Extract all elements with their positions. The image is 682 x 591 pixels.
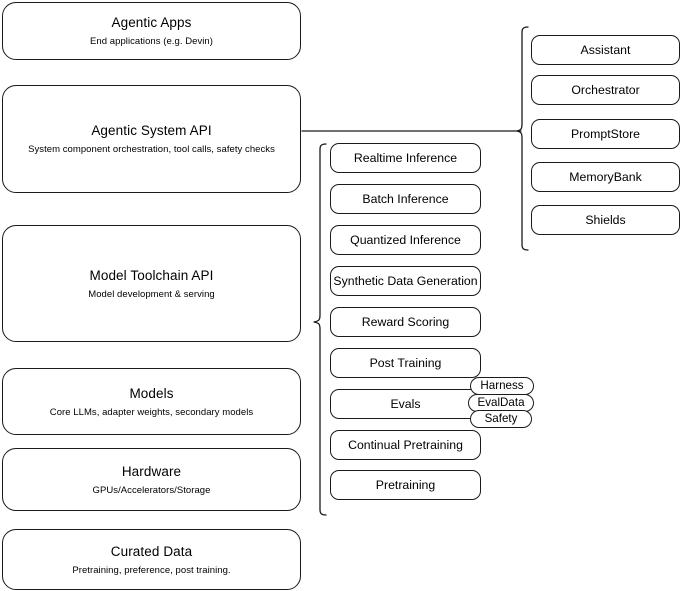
item-label: Evals [390, 396, 421, 411]
item-label: Realtime Inference [353, 150, 458, 165]
layer-title: Hardware [121, 463, 182, 479]
toolchain-item-continual-pretraining[interactable]: Continual Pretraining [330, 430, 481, 460]
layer-box-agentic-apps[interactable]: Agentic Apps End applications (e.g. Devi… [2, 2, 301, 60]
toolchain-item-evals[interactable]: Evals [330, 389, 481, 419]
layer-title: Agentic Apps [111, 15, 192, 30]
item-label: MemoryBank [569, 169, 642, 184]
layer-title: Agentic System API [91, 123, 212, 138]
layer-title: Models [129, 385, 174, 401]
layer-box-agentic-system-api[interactable]: Agentic System API System component orch… [2, 85, 301, 193]
item-label: Assistant [580, 42, 631, 57]
layer-subtitle: Pretraining, preference, post training. [72, 564, 231, 576]
agentic-item-shields[interactable]: Shields [531, 205, 680, 235]
pill-label: Safety [484, 412, 518, 425]
layer-subtitle: End applications (e.g. Devin) [90, 36, 213, 47]
toolchain-item-post-training[interactable]: Post Training [330, 348, 481, 378]
toolchain-item-realtime-inference[interactable]: Realtime Inference [330, 143, 481, 173]
item-label: Quantized Inference [350, 232, 461, 247]
layer-title: Curated Data [110, 543, 193, 559]
agentic-item-orchestrator[interactable]: Orchestrator [531, 75, 680, 105]
agentic-item-assistant[interactable]: Assistant [531, 35, 680, 65]
item-label: Continual Pretraining [348, 437, 463, 452]
agentic-item-memorybank[interactable]: MemoryBank [531, 162, 680, 192]
item-label: Shields [585, 212, 626, 227]
item-label: Pretraining [375, 477, 436, 492]
pill-label: EvalData [477, 396, 525, 409]
layer-subtitle: Model development & serving [88, 288, 215, 300]
layer-subtitle: System component orchestration, tool cal… [28, 144, 275, 155]
agentic-item-promptstore[interactable]: PromptStore [531, 119, 680, 149]
layer-subtitle: GPUs/Accelerators/Storage [92, 484, 211, 496]
layer-title: Model Toolchain API [89, 267, 214, 283]
pill-label: Harness [480, 379, 524, 392]
brace-agentic-components [516, 26, 529, 251]
toolchain-item-quantized-inference[interactable]: Quantized Inference [330, 225, 481, 255]
eval-pill-harness[interactable]: Harness [470, 377, 534, 395]
layer-box-models[interactable]: Models Core LLMs, adapter weights, secon… [2, 368, 301, 435]
item-label: PromptStore [570, 126, 641, 141]
layer-subtitle: Core LLMs, adapter weights, secondary mo… [49, 406, 254, 418]
layer-box-hardware[interactable]: Hardware GPUs/Accelerators/Storage [2, 448, 301, 511]
item-label: Synthetic Data Generation [333, 273, 478, 288]
item-label: Reward Scoring [361, 314, 450, 329]
toolchain-item-synthetic-data-generation[interactable]: Synthetic Data Generation [330, 266, 481, 296]
brace-toolchain-components [313, 143, 327, 516]
item-label: Batch Inference [362, 191, 449, 206]
item-label: Post Training [369, 355, 442, 370]
toolchain-item-reward-scoring[interactable]: Reward Scoring [330, 307, 481, 337]
eval-pill-safety[interactable]: Safety [470, 410, 532, 428]
layer-box-curated-data[interactable]: Curated Data Pretraining, preference, po… [2, 529, 301, 590]
toolchain-item-pretraining[interactable]: Pretraining [330, 470, 481, 500]
layer-box-model-toolchain-api[interactable]: Model Toolchain API Model development & … [2, 225, 301, 342]
item-label: Orchestrator [571, 82, 640, 97]
toolchain-item-batch-inference[interactable]: Batch Inference [330, 184, 481, 214]
